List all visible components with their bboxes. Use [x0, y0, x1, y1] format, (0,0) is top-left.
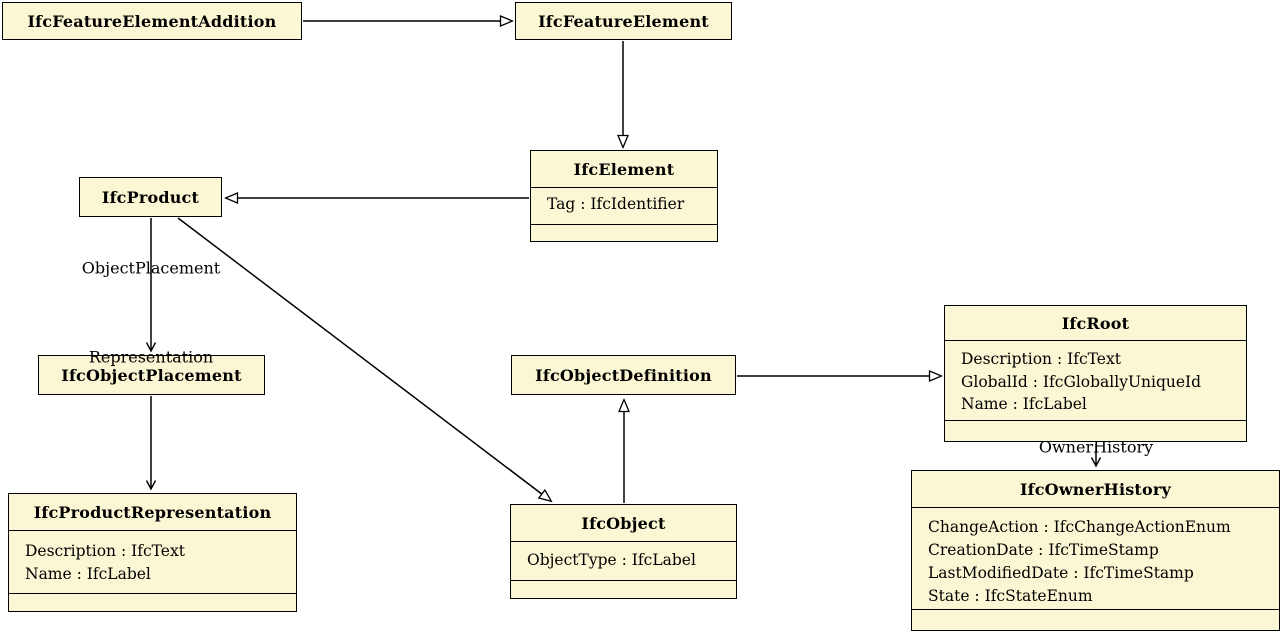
class-title: IfcElement [573, 159, 675, 179]
class-ifcroot: IfcRoot Description : IfcText GlobalId :… [944, 305, 1247, 442]
attribute-line: ChangeAction : IfcChangeActionEnum [928, 518, 1231, 536]
attribute-line: Name : IfcLabel [961, 395, 1087, 413]
class-attributes: ObjectType : IfcLabel [511, 541, 736, 580]
attribute-line: State : IfcStateEnum [928, 587, 1093, 605]
class-ifcproduct: IfcProduct [79, 177, 222, 217]
class-title: IfcObject [581, 513, 666, 533]
class-title: IfcFeatureElementAddition [27, 11, 277, 31]
class-ifcelement: IfcElement Tag : IfcIdentifier [530, 150, 718, 242]
class-title: IfcObjectDefinition [535, 365, 712, 385]
attribute-line: Description : IfcText [961, 350, 1121, 368]
class-attributes: Description : IfcText GlobalId : IfcGlob… [945, 340, 1246, 420]
class-title: IfcProductRepresentation [33, 502, 272, 522]
empty-compartment [531, 224, 717, 241]
attribute-line: ObjectType : IfcLabel [527, 551, 696, 569]
empty-compartment [511, 580, 736, 598]
class-title: IfcOwnerHistory [1019, 479, 1172, 499]
edge-label-ownerhistory: OwnerHistory [1038, 437, 1154, 457]
class-attributes: Tag : IfcIdentifier [531, 187, 717, 224]
class-ifcobjectdefinition: IfcObjectDefinition [511, 355, 736, 395]
attribute-line: Tag : IfcIdentifier [547, 195, 685, 213]
attribute-line: Description : IfcText [25, 542, 185, 560]
empty-compartment [912, 609, 1279, 630]
class-title: IfcProduct [101, 187, 200, 207]
class-ifcfeatureelement: IfcFeatureElement [515, 2, 732, 40]
attribute-line: LastModifiedDate : IfcTimeStamp [928, 564, 1194, 582]
class-ifcproductrepresentation: IfcProductRepresentation Description : I… [8, 493, 297, 612]
attribute-line: Name : IfcLabel [25, 565, 151, 583]
edge-label-objectplacement: ObjectPlacement [81, 258, 221, 278]
empty-compartment [9, 593, 296, 611]
attribute-line: CreationDate : IfcTimeStamp [928, 541, 1159, 559]
class-title: IfcRoot [1061, 313, 1130, 333]
class-ifcobject: IfcObject ObjectType : IfcLabel [510, 504, 737, 599]
attribute-line: GlobalId : IfcGloballyUniqueId [961, 372, 1202, 391]
empty-compartment [945, 420, 1246, 441]
class-title: IfcFeatureElement [538, 11, 709, 31]
class-ifcownerhistory: IfcOwnerHistory ChangeAction : IfcChange… [911, 470, 1280, 631]
class-ifcfeatureelementaddition: IfcFeatureElementAddition [2, 2, 302, 40]
class-attributes: Description : IfcText Name : IfcLabel [9, 530, 296, 593]
edge-label-representation: Representation [88, 347, 214, 367]
class-attributes: ChangeAction : IfcChangeActionEnum Creat… [912, 507, 1279, 609]
